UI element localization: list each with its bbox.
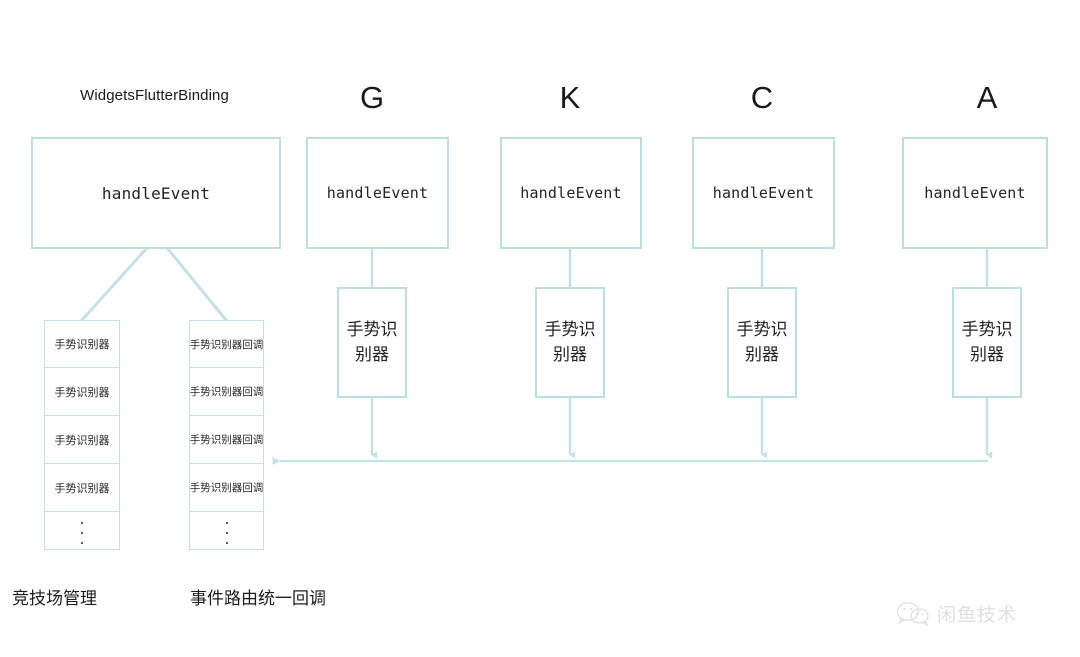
list-item[interactable]: 手势识别器回调: [190, 368, 263, 416]
gesture-recognizer-box-a[interactable]: 手势识别器: [952, 287, 1022, 398]
handle-event-box-binding[interactable]: handleEvent: [31, 137, 281, 249]
list-item-ellipsis: [45, 512, 119, 551]
arena-stack-caption: 竞技场管理: [12, 589, 97, 608]
callback-stack-caption: 事件路由统一回调: [190, 589, 326, 608]
column-header-c: C: [750, 80, 774, 115]
gesture-recognizer-box-c[interactable]: 手势识别器: [727, 287, 797, 398]
ellipsis-dot: [81, 531, 83, 534]
column-header-g: G: [359, 80, 385, 115]
ellipsis-dot: [81, 541, 83, 544]
gesture-recognizer-box-k[interactable]: 手势识别器: [535, 287, 605, 398]
list-item[interactable]: 手势识别器: [45, 321, 119, 368]
handle-event-box-k[interactable]: handleEvent: [500, 137, 642, 249]
handle-event-box-g[interactable]: handleEvent: [306, 137, 449, 249]
wire-binding-to-arena-stack: [80, 247, 148, 322]
gesture-recognizer-box-g[interactable]: 手势识别器: [337, 287, 407, 398]
ellipsis-dot: [225, 531, 228, 534]
wechat-icon: [896, 601, 929, 627]
ellipsis-dot: [225, 521, 228, 524]
watermark-text: 闲鱼技术: [937, 605, 1018, 626]
wire-binding-to-callback-stack: [166, 247, 228, 322]
list-item-ellipsis: [190, 512, 263, 551]
ellipsis-dot: [81, 521, 83, 524]
list-item[interactable]: 手势识别器: [45, 368, 119, 416]
callback-stack: 手势识别器回调 手势识别器回调 手势识别器回调 手势识别器回调: [189, 320, 264, 550]
ellipsis-dot: [225, 541, 228, 544]
arena-stack: 手势识别器 手势识别器 手势识别器 手势识别器: [44, 320, 120, 550]
column-header-k: K: [559, 80, 581, 115]
list-item[interactable]: 手势识别器回调: [190, 321, 263, 368]
list-item[interactable]: 手势识别器回调: [190, 464, 263, 512]
list-item[interactable]: 手势识别器回调: [190, 416, 263, 464]
list-item[interactable]: 手势识别器: [45, 464, 119, 512]
column-header-a: A: [976, 80, 998, 115]
watermark: 闲鱼技术: [896, 600, 1017, 627]
handle-event-box-c[interactable]: handleEvent: [692, 137, 835, 249]
handle-event-box-a[interactable]: handleEvent: [902, 137, 1048, 249]
column-header-binding: WidgetsFlutterBinding: [80, 87, 229, 104]
list-item[interactable]: 手势识别器: [45, 416, 119, 464]
